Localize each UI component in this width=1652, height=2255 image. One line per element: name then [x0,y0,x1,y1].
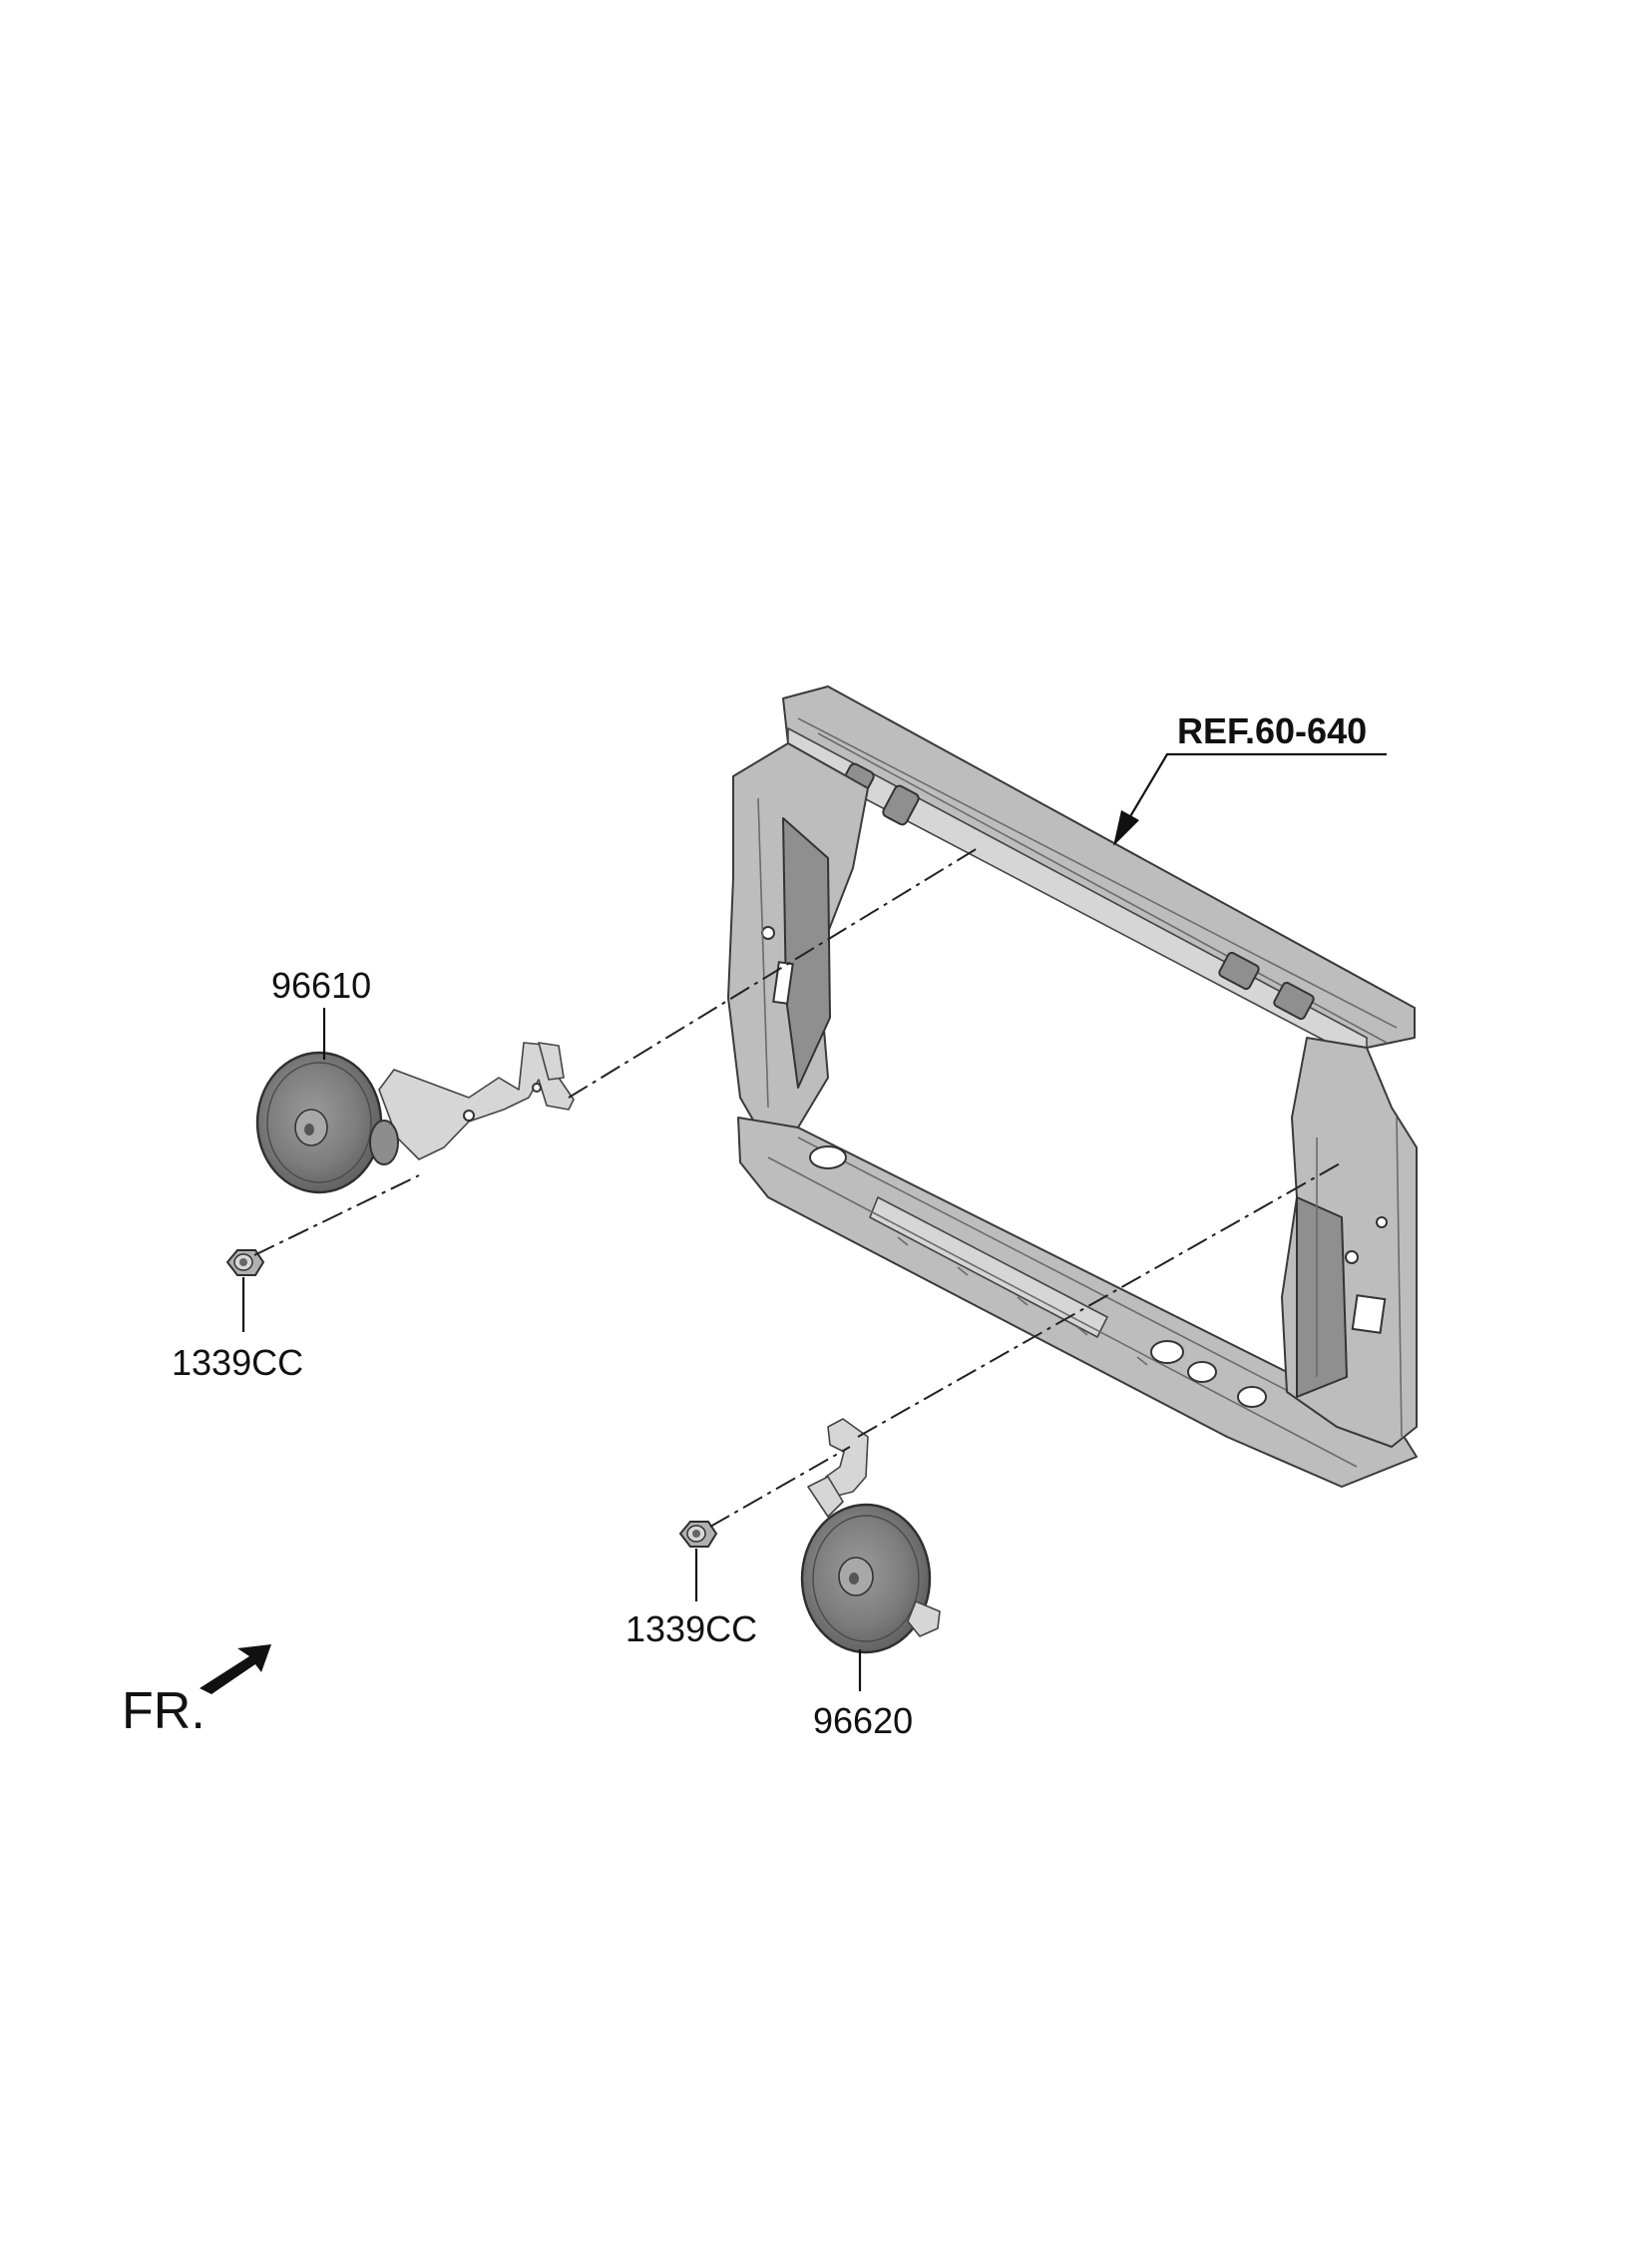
front-label: FR. [122,1682,206,1740]
leader-lines [241,752,1387,1691]
assembly-lines [253,847,1343,1528]
nut-upper [225,1249,265,1276]
part-label-96620: 96620 [813,1700,913,1741]
ref-arrowhead [1113,810,1139,846]
ref-label: REF.60-640 [1177,710,1367,751]
nut-lower [678,1521,718,1548]
part-label-96610: 96610 [271,965,371,1006]
part-label-1339cc-lower: 1339CC [625,1608,757,1649]
front-arrow-icon [200,1644,271,1694]
part-label-1339cc-upper: 1339CC [172,1342,303,1383]
front-direction-indicator: FR. [122,1644,271,1740]
horn-96610 [255,1042,575,1194]
horn-96620 [800,1418,941,1654]
radiator-support-frame [727,685,1418,1488]
